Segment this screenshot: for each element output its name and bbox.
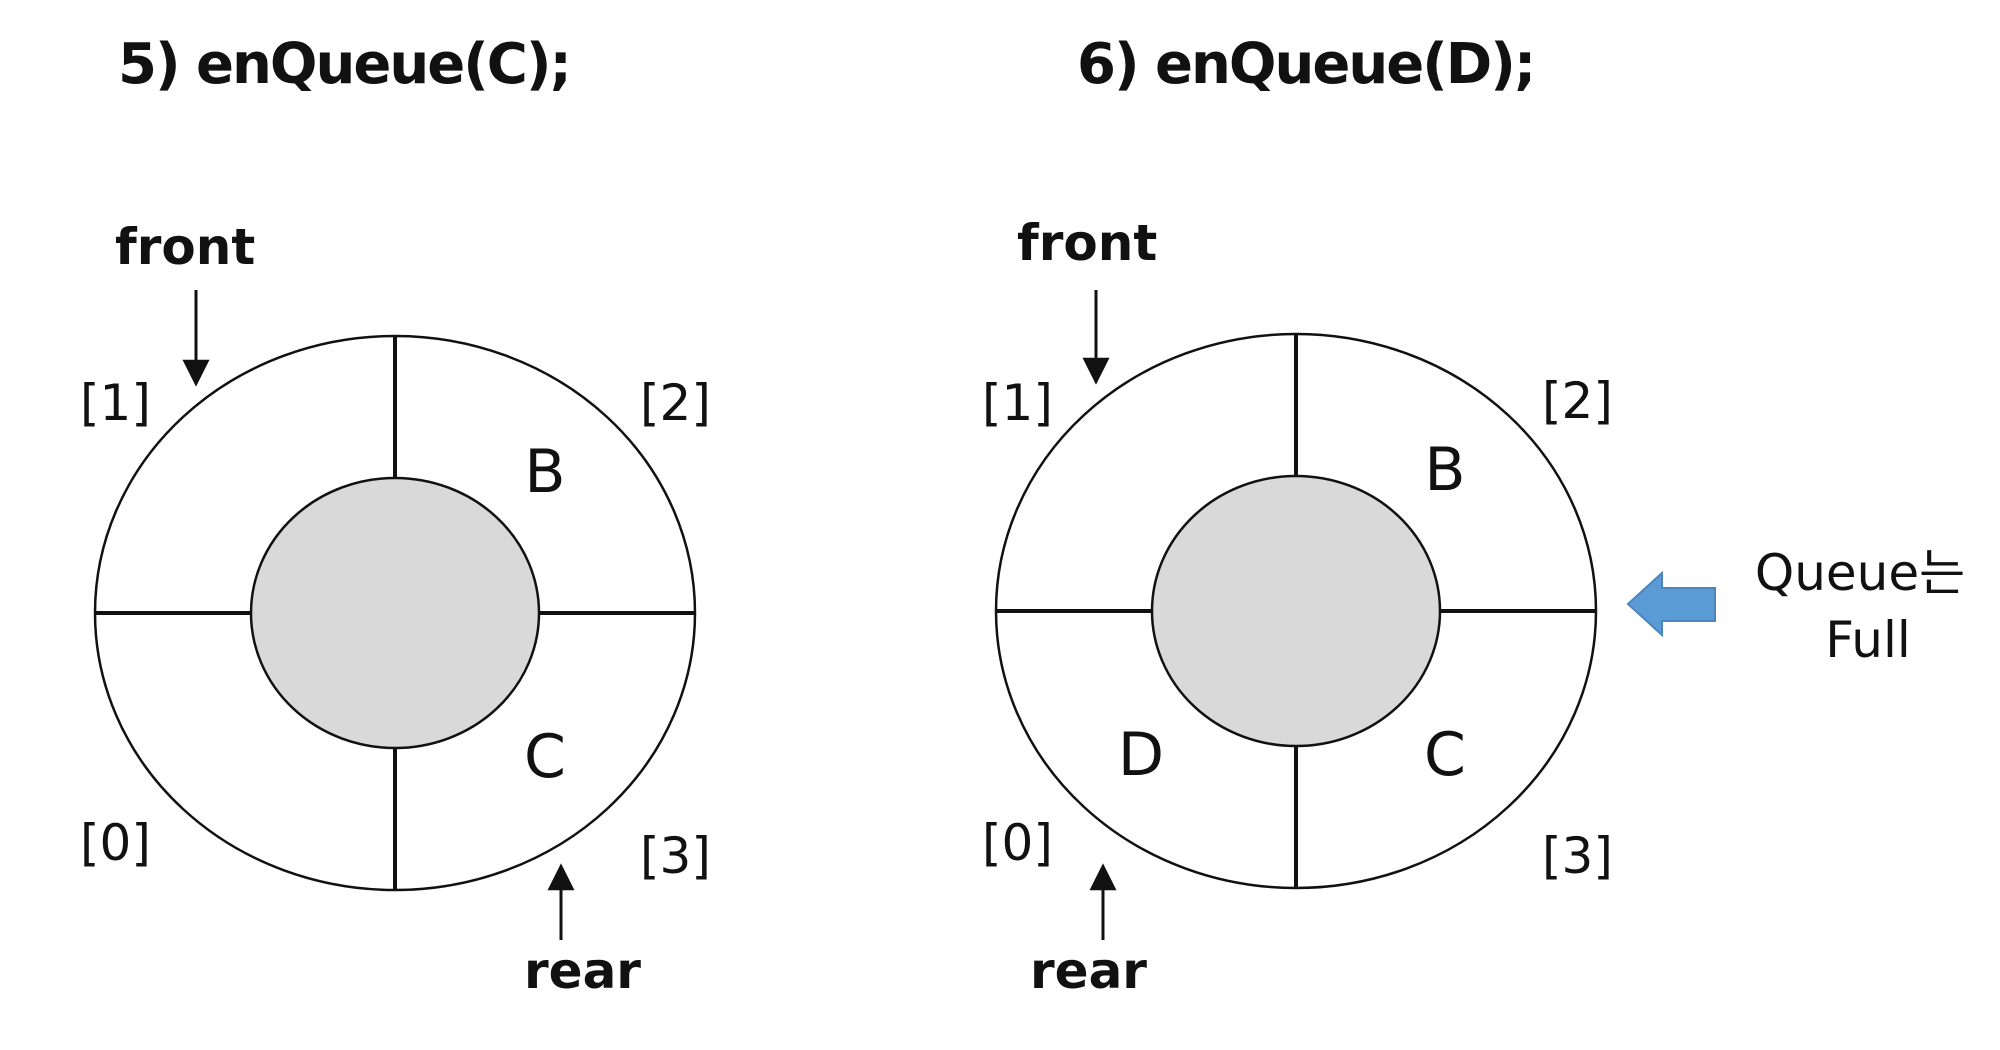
cell-value-3: C	[1424, 720, 1466, 790]
front-pointer-label: front	[115, 218, 255, 276]
queue-diagram-2: 6) enQueue(D); [1] [2] [0] [3] B C D fro…	[982, 32, 1965, 1000]
index-label-1: [1]	[80, 374, 151, 432]
index-label-0: [0]	[80, 814, 151, 872]
center-hub	[1150, 474, 1442, 748]
index-label-2: [2]	[1542, 372, 1613, 430]
rear-pointer-label: rear	[1030, 942, 1147, 1000]
center-hub	[249, 476, 541, 750]
cell-value-2: B	[524, 437, 565, 507]
index-label-1: [1]	[982, 374, 1053, 432]
cell-value-0: D	[1118, 720, 1164, 790]
cell-value-2: B	[1424, 435, 1465, 505]
queue-full-note-line2: Full	[1825, 611, 1911, 669]
index-label-3: [3]	[1542, 827, 1613, 885]
index-label-2: [2]	[640, 374, 711, 432]
index-label-3: [3]	[640, 827, 711, 885]
queue-full-note-line1: Queue는	[1755, 544, 1965, 602]
diagram-1-title: 5) enQueue(C);	[118, 32, 570, 97]
index-label-0: [0]	[982, 814, 1053, 872]
queue-diagram-1: 5) enQueue(C); [1] [2] [0] [3] B C front…	[80, 32, 711, 1000]
left-arrow-icon	[1626, 570, 1716, 638]
cell-value-3: C	[524, 722, 566, 792]
diagram-2-title: 6) enQueue(D);	[1077, 32, 1534, 97]
rear-pointer-label: rear	[524, 942, 641, 1000]
front-pointer-label: front	[1017, 214, 1157, 272]
